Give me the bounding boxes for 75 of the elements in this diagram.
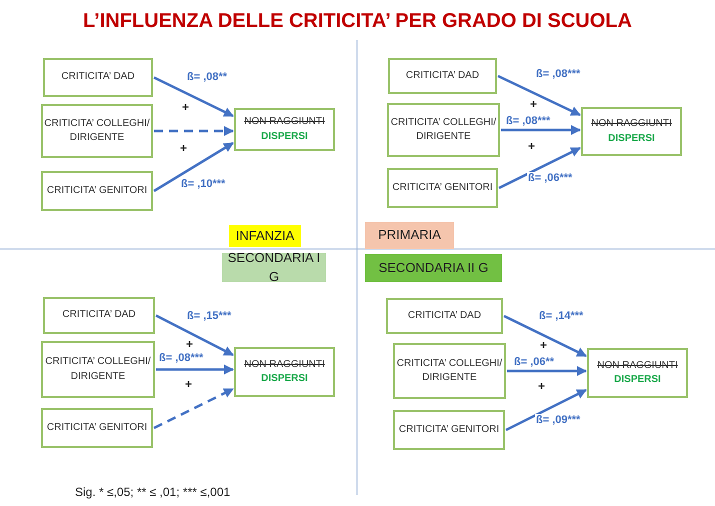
plus-sign: +	[180, 142, 188, 156]
edge-label: ß= ,08**	[186, 71, 228, 84]
node-label: CRITICITA’ GENITORI	[392, 180, 493, 195]
plus-sign: +	[186, 338, 194, 352]
arrow	[497, 74, 581, 116]
node-label: CRITICITA’ GENITORI	[46, 184, 148, 198]
school-level-tag	[229, 225, 301, 247]
factor-box	[41, 171, 153, 211]
factor-box	[41, 408, 153, 448]
node-label: CRITICITA’ DAD	[408, 308, 482, 323]
node-label: CRITICITA’ GENITORI	[398, 422, 500, 437]
plus-sign: +	[538, 380, 546, 394]
plus-sign: +	[528, 140, 536, 154]
arrow	[155, 314, 234, 356]
outcome-box	[234, 347, 335, 397]
edge-label: ß= ,06***	[527, 172, 574, 184]
plus-sign: +	[540, 339, 548, 352]
plus-sign: +	[185, 378, 192, 392]
arrow	[153, 76, 234, 118]
node-label: CRITICITA’ COLLEGHI/ DIRIGENTE	[43, 116, 151, 145]
node-label: CRITICITA’ COLLEGHI/ DIRIGENTE	[390, 116, 498, 144]
edge-label: ß= ,14***	[538, 310, 584, 322]
struck-label: NON RAGGIUNTI	[244, 358, 325, 372]
outcome-label: DISPERSI	[261, 372, 308, 386]
factor-box	[41, 104, 153, 158]
edge-label: ß= ,06**	[513, 356, 556, 368]
outcome-label: DISPERSI	[608, 132, 655, 146]
outcome-box	[581, 107, 682, 156]
edge-label: ß= ,08***	[535, 68, 582, 80]
factor-box	[387, 103, 500, 157]
edge-label: ß= ,09***	[535, 414, 582, 426]
arrow	[501, 125, 581, 135]
node-label: PRIMARIA	[378, 226, 441, 244]
node-label: SECONDARIA I G	[226, 248, 322, 286]
arrow	[153, 142, 234, 192]
outcome-box	[234, 108, 335, 151]
factor-box	[388, 58, 497, 94]
factor-box	[386, 298, 503, 334]
arrow	[505, 388, 587, 432]
node-label: INFANZIA	[236, 226, 294, 245]
outcome-box	[587, 348, 688, 398]
edge-label: ß= ,08***	[505, 115, 552, 128]
school-level-tag	[365, 254, 502, 282]
factor-box	[43, 58, 153, 97]
node-label: SECONDARIA II G	[378, 258, 488, 277]
node-label: CRITICITA’ GENITORI	[46, 420, 148, 435]
plus-sign: +	[182, 101, 190, 114]
node-label: CRITICITA’ COLLEGHI/ DIRIGENTE	[44, 355, 152, 384]
factor-box	[43, 297, 155, 334]
outcome-label: DISPERSI	[614, 373, 661, 387]
node-label: CRITICITA’ DAD	[62, 308, 136, 322]
significance-note: Sig. * ≤,05; ** ≤ ,01; *** ≤,001	[75, 486, 230, 500]
struck-label: NON RAGGIUNTI	[597, 358, 678, 372]
node-label: CRITICITA’ DAD	[61, 70, 135, 84]
factor-box	[387, 168, 498, 208]
node-label: CRITICITA’ DAD	[406, 68, 480, 83]
factor-box	[393, 410, 505, 450]
edge-label: ß= ,10***	[180, 178, 226, 190]
arrow	[507, 366, 587, 376]
edge-label: ß= ,08***	[158, 352, 204, 364]
arrow	[503, 314, 587, 358]
factor-box	[393, 343, 506, 399]
school-level-tag	[365, 222, 454, 249]
edge-label: ß= ,15***	[186, 310, 232, 322]
arrow	[154, 126, 234, 136]
arrow	[153, 388, 234, 430]
factor-box	[41, 341, 155, 398]
outcome-label: DISPERSI	[261, 130, 308, 144]
struck-label: NON RAGGIUNTI	[244, 115, 325, 129]
plus-sign: +	[530, 98, 538, 112]
arrow	[156, 364, 234, 374]
node-label: CRITICITA’ COLLEGHI/ DIRIGENTE	[396, 356, 504, 385]
diagram-title: L’INFLUENZA DELLE CRITICITA’ PER GRADO DI SCUOLA	[82, 10, 633, 33]
struck-label: NON RAGGIUNTI	[591, 117, 672, 131]
arrow	[498, 146, 581, 190]
